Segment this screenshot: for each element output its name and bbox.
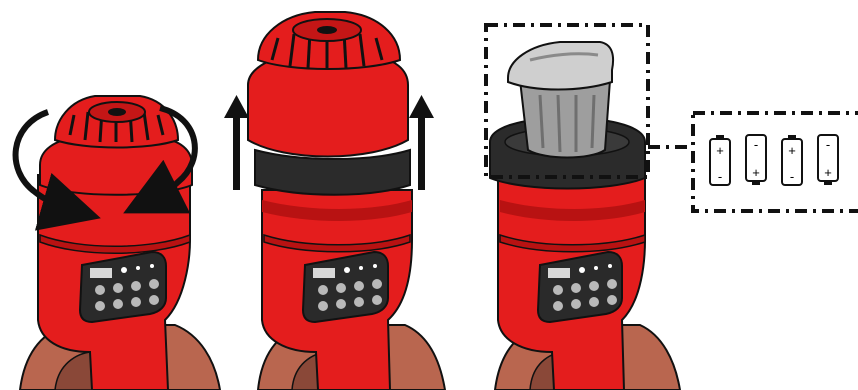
keypad xyxy=(80,252,166,322)
svg-text:+: + xyxy=(824,165,832,180)
svg-text:-: - xyxy=(790,169,794,184)
battery-icon: + - xyxy=(710,135,730,185)
up-arrow-icon xyxy=(224,95,249,190)
battery-icon: - + xyxy=(746,135,766,185)
svg-text:+: + xyxy=(788,143,796,158)
device-cap xyxy=(248,12,408,157)
svg-text:-: - xyxy=(754,137,758,152)
step-2-pull-cap xyxy=(224,12,445,390)
step-1-rotate-cap xyxy=(16,96,220,390)
svg-text:-: - xyxy=(718,169,722,184)
keypad xyxy=(538,252,622,322)
keypad xyxy=(303,252,388,322)
battery-icon: - + xyxy=(818,135,838,185)
step-3-battery-holder: + - - + + - - + xyxy=(486,25,858,390)
up-arrow-icon xyxy=(409,95,434,190)
svg-text:-: - xyxy=(826,137,830,152)
svg-text:+: + xyxy=(752,165,760,180)
svg-text:+: + xyxy=(716,143,724,158)
battery-icon: + - xyxy=(782,135,802,185)
